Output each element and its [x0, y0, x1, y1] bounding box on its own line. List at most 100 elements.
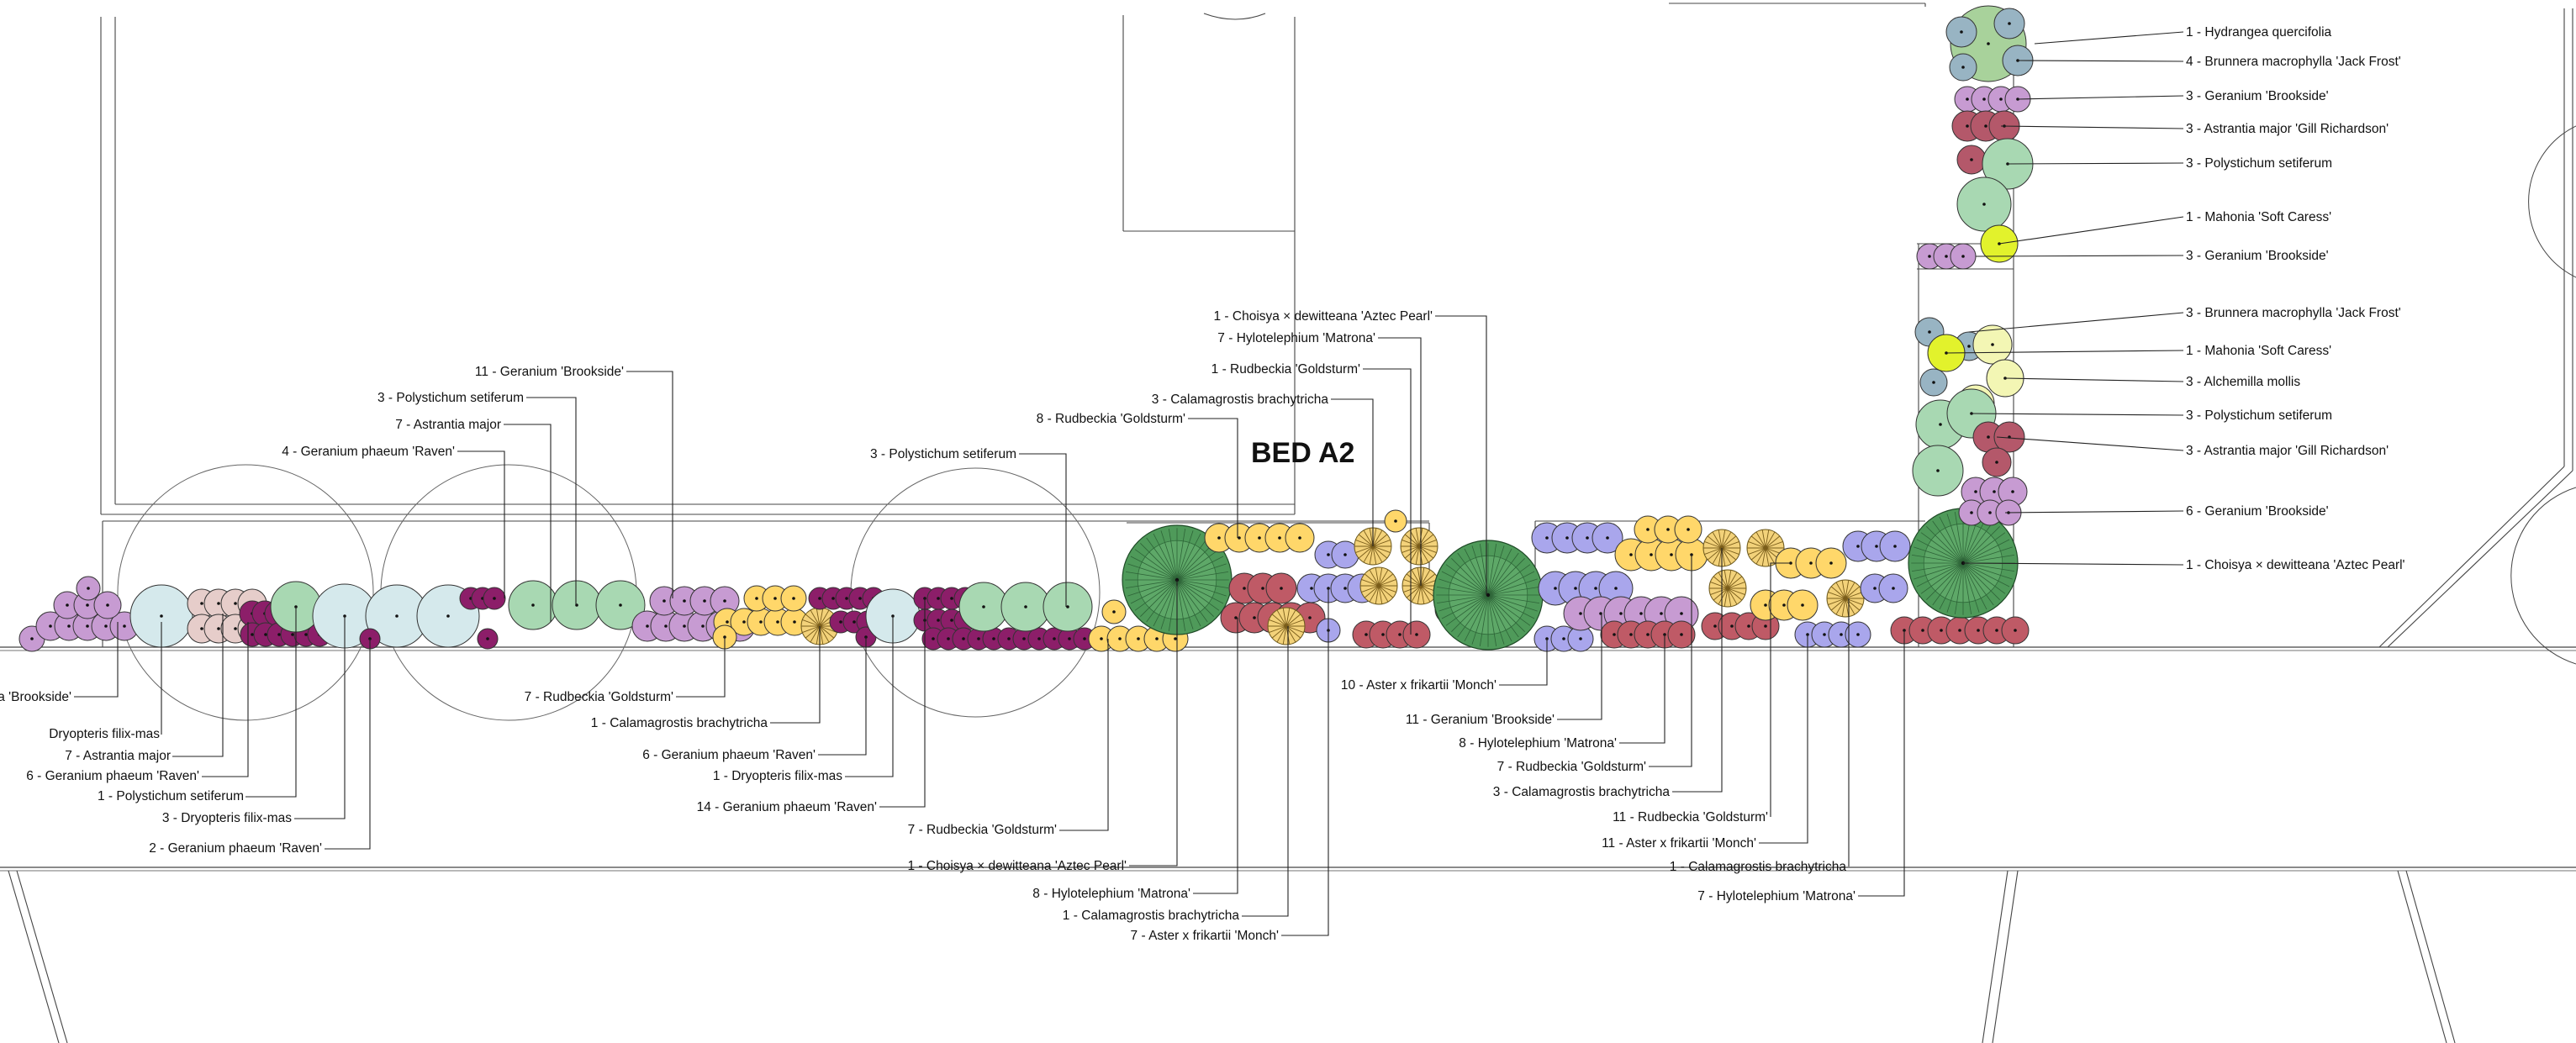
grass-blade: [1835, 582, 1846, 599]
choisya-leaf: [1962, 526, 2000, 564]
grass-blade: [1363, 545, 1374, 563]
choisya-leaf: [1134, 549, 1178, 581]
choisya-leaf: [1436, 586, 1489, 596]
plant-label: 3 - Polystichum setiferum: [2186, 156, 2332, 171]
grass-blade: [1378, 585, 1394, 598]
leader-line: [1557, 614, 1602, 720]
geranium-brookside: [710, 586, 740, 616]
grass-blade: [1282, 625, 1287, 645]
grass-blade: [1372, 545, 1377, 565]
grass-blade: [1404, 534, 1420, 547]
leader-line: [1672, 548, 1723, 793]
plant-label: 3 - Dryopteris filix-mas: [162, 811, 292, 825]
geranium-phaeum-raven-centre: [1053, 637, 1056, 640]
choisya-leaf: [1451, 558, 1489, 596]
hylotelephium-matrona: [1667, 620, 1696, 649]
geranium-brookside-centre: [87, 587, 90, 590]
choisya-leaf: [1962, 562, 1980, 613]
structure-arc: [2528, 125, 2576, 278]
brunnera-jack-frost: [1919, 368, 1948, 397]
grass-blade: [1765, 535, 1781, 549]
choisya-leaf: [1487, 548, 1512, 596]
hylotelephium-matrona-centre: [1261, 587, 1264, 590]
choisya-leaf: [1176, 533, 1201, 581]
grass-blade: [1418, 545, 1434, 559]
grass-blade: [1750, 535, 1766, 549]
plant-label: 1 - Mahonia 'Soft Caress': [2186, 344, 2331, 358]
geranium-phaeum-raven: [477, 628, 499, 650]
choisya-leaf: [1153, 533, 1178, 581]
leader-line: [1435, 315, 1487, 595]
geranium-brookside-centre: [1639, 612, 1643, 615]
grass-blade: [1420, 569, 1431, 587]
aster-monch-centre: [1856, 633, 1860, 636]
geranium-brookside-centre: [123, 624, 126, 628]
geranium-phaeum-raven-centre: [992, 637, 995, 640]
grass-blade: [1828, 598, 1846, 605]
tree-canopy: [117, 464, 374, 721]
plant-label: 3 - Polystichum setiferum: [377, 391, 524, 405]
hylotelephium-matrona-centre: [1243, 587, 1246, 590]
aster-monch-centre: [1554, 587, 1557, 590]
geranium-brookside-centre: [683, 599, 686, 603]
grass-blade: [1835, 598, 1846, 615]
grass-blade: [1269, 625, 1287, 633]
geranium-phaeum-raven-centre: [304, 633, 308, 636]
grass-blade: [1721, 547, 1732, 565]
choisya-leaf: [1441, 594, 1489, 619]
aster-monch-centre: [1579, 637, 1582, 640]
hylotelephium-matrona-centre: [1415, 633, 1418, 636]
geranium-phaeum-raven-centre: [947, 637, 950, 640]
leader-line: [2034, 31, 2184, 45]
polystichum-fern: [1043, 582, 1093, 632]
structure-line: [2397, 870, 2447, 1043]
plant-label: 7 - Rudbeckia 'Goldsturm': [908, 823, 1057, 837]
grass-blade: [1271, 625, 1287, 639]
rudbeckia-goldsturm-centre: [1155, 637, 1159, 640]
choisya-leaf: [1911, 562, 1964, 572]
grass-blade: [805, 625, 821, 639]
choisya-leaf: [1176, 579, 1227, 597]
polystichum-fern: [1956, 176, 2012, 232]
grass-blade: [1712, 547, 1723, 565]
plant-label: 3 - Calamagrostis brachytricha: [1493, 785, 1671, 799]
grass-blade: [1285, 614, 1301, 627]
choisya-leaf: [1125, 579, 1178, 589]
geranium-phaeum-raven-centre: [1007, 637, 1011, 640]
plant-label: 7 - Astrantia major: [395, 418, 501, 432]
rudbeckia-goldsturm-centre: [1801, 603, 1804, 607]
grass-blade: [1415, 545, 1420, 565]
grass-blade: [1845, 598, 1863, 605]
geranium-brookside-centre: [1961, 255, 1965, 258]
grass-blade: [1415, 528, 1420, 547]
astrantia-gill-richardson: [1956, 145, 1987, 175]
geranium-phaeum-raven-centre: [291, 633, 294, 636]
leader-line: [1975, 255, 2184, 257]
astrantia-gill-richardson-centre: [1987, 435, 1990, 439]
geranium-brookside-centre: [104, 624, 108, 628]
grass-blade: [1418, 534, 1434, 547]
rudbeckia-goldsturm-centre: [1174, 637, 1177, 640]
plant-label: 11 - Geranium 'Brookside': [475, 365, 624, 379]
astrantia-gill-richardson-centre: [1966, 124, 1969, 128]
planting-bed-plants: [18, 5, 2034, 652]
aster-monch-centre: [1327, 553, 1330, 556]
grass-blade: [1372, 529, 1383, 547]
grass-blade: [819, 625, 835, 639]
brunnera-jack-frost: [1945, 16, 1977, 48]
plant-label: 2 - Geranium phaeum 'Raven': [149, 841, 322, 856]
grass-blade: [1748, 541, 1766, 549]
choisya-leaf: [1168, 579, 1178, 632]
hylotelephium-matrona-centre: [1613, 633, 1616, 636]
grass-blade: [1358, 534, 1374, 547]
grass-blade: [1707, 535, 1723, 549]
hylotelephium-matrona-centre: [1995, 629, 1998, 632]
grass-blade: [802, 625, 821, 633]
choisya-leaf: [1487, 594, 1519, 638]
choisya-leaf: [1962, 562, 2006, 594]
leader-line: [325, 639, 371, 850]
grass-blade: [1417, 567, 1422, 587]
leader-line: [245, 607, 297, 798]
choisya-leaf: [1176, 579, 1194, 629]
choisya-leaf: [1160, 579, 1178, 629]
